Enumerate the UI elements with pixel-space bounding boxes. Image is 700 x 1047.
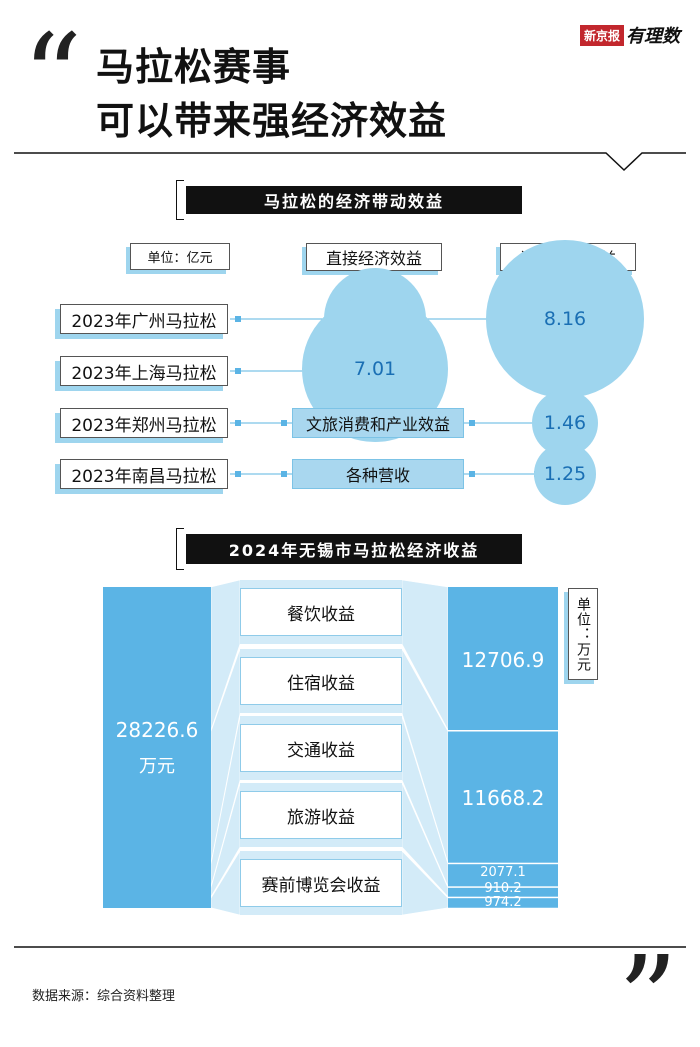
- value-bar-lodging: [448, 731, 558, 863]
- section-1-title: 马拉松的经济带动效益: [186, 186, 522, 214]
- value-bar-tourism: [448, 887, 558, 897]
- connector-nanchang-1-node-1: [281, 471, 287, 477]
- value-bar-food: [448, 587, 558, 731]
- total-unit-label: 万元: [139, 756, 175, 777]
- brand-column-name: 有理数: [626, 26, 680, 47]
- value-label-tourism: 910.2: [484, 881, 522, 896]
- brand-logo: 新京报 有理数: [579, 22, 680, 48]
- category-box-food: 餐饮收益: [240, 588, 402, 636]
- page-title-line-1: 马拉松赛事: [96, 45, 292, 89]
- data-source: 数据来源：综合资料整理: [32, 989, 176, 1004]
- brand-name: 新京报: [579, 24, 624, 46]
- column-header-direct: 直接经济效益: [306, 243, 442, 271]
- section-1-bracket: [176, 180, 184, 220]
- bubble-nanchang-indirect: 1.25: [534, 443, 596, 505]
- unit-label-1: 单位：亿元: [130, 243, 230, 270]
- category-box-lodging: 住宿收益: [240, 657, 402, 705]
- open-quote-mark: “: [22, 8, 83, 146]
- value-bar-transport: [448, 864, 558, 887]
- row-label-guangzhou: 2023年广州马拉松: [60, 304, 228, 334]
- connector-zhengzhou-1-node-0: [235, 420, 241, 426]
- section-2-title: 2024年无锡市马拉松经济收益: [186, 534, 522, 564]
- value-label-food: 12706.9: [461, 648, 545, 672]
- row-label-nanchang: 2023年南昌马拉松: [60, 459, 228, 489]
- total-value-label: 28226.6: [115, 718, 199, 742]
- connector-zhengzhou-1-node-1: [281, 420, 287, 426]
- category-box-transport: 交通收益: [240, 724, 402, 772]
- value-label-lodging: 11668.2: [461, 786, 545, 810]
- top-divider: [14, 152, 686, 172]
- value-label-expo: 974.2: [484, 895, 522, 910]
- connector-zhengzhou-2-node-0: [469, 420, 475, 426]
- total-bar: [103, 587, 211, 908]
- value-bar-expo: [448, 898, 558, 908]
- row-label-shanghai: 2023年上海马拉松: [60, 356, 228, 386]
- note-zhengzhou-direct: 文旅消费和产业效益: [292, 408, 464, 438]
- connector-nanchang-1-node-0: [235, 471, 241, 477]
- connector-shanghai-node-0: [235, 368, 241, 374]
- close-quote-mark: ”: [617, 930, 678, 1047]
- note-nanchang-direct: 各种营收: [292, 459, 464, 489]
- value-label-transport: 2077.1: [480, 865, 526, 880]
- category-box-expo: 赛前博览会收益: [240, 859, 402, 907]
- page-title-line-2: 可以带来强经济效益: [96, 99, 448, 143]
- section-2-bracket: [176, 528, 184, 570]
- unit-label-2: 单位：万元: [568, 588, 598, 680]
- category-box-tourism: 旅游收益: [240, 791, 402, 839]
- connector-nanchang-2-node-0: [469, 471, 475, 477]
- bubble-guangzhou-indirect: 8.16: [486, 240, 644, 398]
- row-label-zhengzhou: 2023年郑州马拉松: [60, 408, 228, 438]
- connector-guangzhou-1-node-0: [235, 316, 241, 322]
